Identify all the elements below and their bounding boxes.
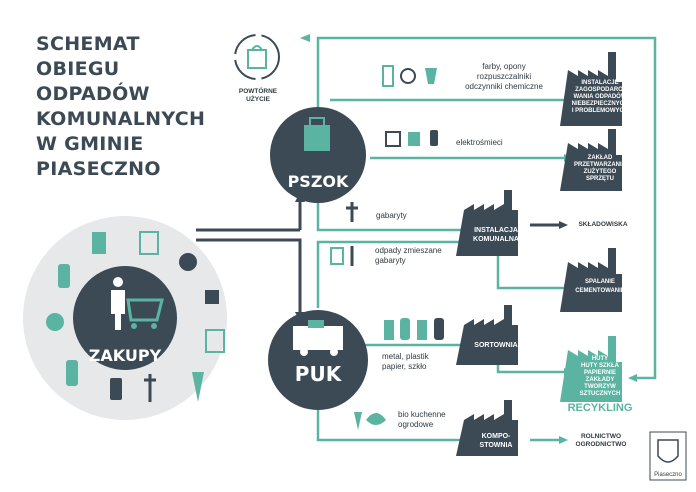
bulky-waste-label: gabaryty (376, 211, 407, 220)
bag-icon (304, 117, 330, 151)
landfill-label: SKŁADOWISKA (578, 221, 628, 228)
factory-sorting (456, 305, 518, 365)
pszok-hub (270, 107, 366, 203)
compost-plant-label: KOMPO-STOWNIA (479, 433, 513, 449)
sorting-plant-label: SORTOWNIA (474, 342, 518, 349)
municipality-name: Piaseczno (654, 472, 682, 478)
zakupy-label: ZAKUPY (88, 346, 162, 365)
truck-icon (293, 320, 343, 356)
factory-hazardous (560, 52, 622, 126)
factory-recycling (560, 336, 622, 402)
electro-waste-label: elektrośmieci (456, 138, 503, 147)
dark-flow-lines (196, 200, 560, 315)
teal-flow-lines (316, 36, 657, 442)
factory-electro (560, 129, 622, 191)
diagram-title: SCHEMAT OBIEGU ODPADÓW KOMUNALNYCH W GMI… (36, 33, 206, 180)
shopping-cart-icon (111, 277, 164, 330)
recycle-reuse-icon (234, 34, 280, 80)
factory-municipal (456, 190, 518, 256)
recycling-label: RECYKLING (567, 402, 633, 414)
product-icons (46, 231, 225, 402)
puk-label: PUK (294, 362, 342, 386)
factory-compost (456, 400, 518, 456)
zakupy-hub (73, 266, 177, 370)
factory-cement (560, 248, 622, 312)
coat-of-arms-icon (657, 439, 679, 463)
waste-icons (330, 65, 444, 430)
coat-of-arms-frame (649, 431, 687, 481)
factories (456, 52, 622, 456)
pszok-label: PSZOK (287, 172, 349, 191)
